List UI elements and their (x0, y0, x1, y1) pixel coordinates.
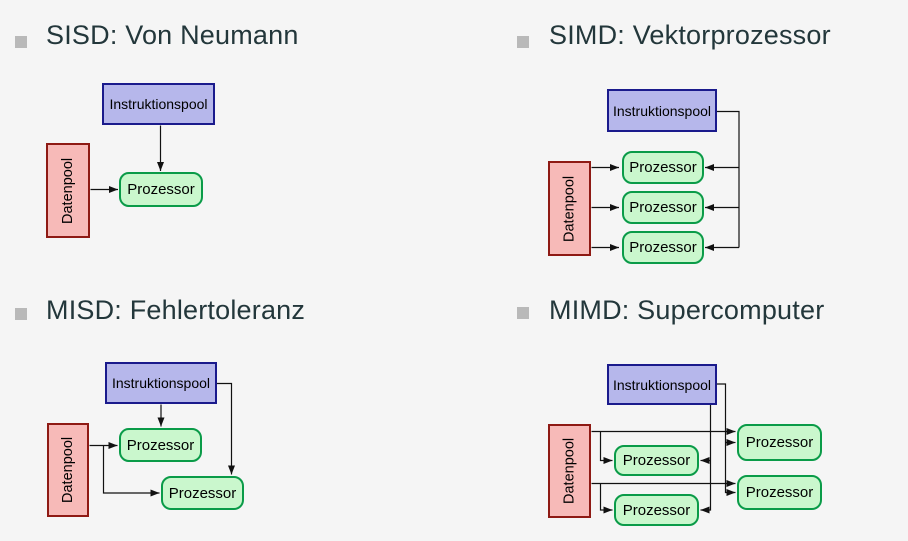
bullet-square-icon (517, 36, 529, 48)
processor-box: Prozessor (119, 172, 203, 207)
processor-box-left-2: Prozessor (614, 494, 699, 526)
data-pool-box: Datenpool (47, 423, 89, 517)
arrow-data-to-left-processor-1 (599, 431, 613, 464)
instruction-pool-box: Instruktionspool (102, 83, 215, 125)
section-misd: MISD: Fehlertoleranz Instruktionspool Da… (0, 270, 454, 541)
arrow-data-to-left-processor-2 (599, 483, 613, 514)
arrow-instruction-to-left-processor-2 (700, 405, 712, 514)
section-simd: SIMD: Vektorprozessor Instruktionspool D… (454, 0, 908, 270)
processor-box-1: Prozessor (119, 428, 202, 462)
section-title-misd: MISD: Fehlertoleranz (46, 295, 306, 325)
section-title-sisd: SISD: Von Neumann (46, 20, 299, 50)
processor-box-3: Prozessor (622, 231, 704, 264)
arrow-instruction-to-right-processor-2 (717, 383, 736, 496)
bullet-square-icon (15, 308, 27, 320)
data-pool-box: Datenpool (46, 143, 90, 238)
instruction-pool-box: Instruktionspool (607, 364, 717, 405)
bullet-square-icon (517, 307, 529, 319)
processor-box-left-1: Prozessor (614, 445, 699, 476)
data-pool-box: Datenpool (548, 161, 591, 256)
instruction-pool-box: Instruktionspool (607, 89, 717, 132)
processor-box-right-1: Prozessor (737, 424, 822, 461)
arrow-instruction-to-processor-2 (217, 382, 235, 475)
line-instruction-bus (717, 110, 740, 248)
section-title-mimd: MIMD: Supercomputer (549, 295, 825, 325)
processor-box-right-2: Prozessor (737, 475, 822, 510)
section-mimd: MIMD: Supercomputer Instruktionspool Dat… (454, 270, 908, 541)
data-pool-box: Datenpool (548, 424, 591, 518)
section-title-simd: SIMD: Vektorprozessor (549, 20, 831, 50)
processor-box-2: Prozessor (161, 476, 244, 510)
bullet-square-icon (15, 36, 27, 48)
processor-box-1: Prozessor (622, 151, 704, 184)
processor-box-2: Prozessor (622, 191, 704, 224)
section-sisd: SISD: Von Neumann Instruktionspool Daten… (0, 0, 454, 270)
instruction-pool-box: Instruktionspool (105, 362, 217, 404)
